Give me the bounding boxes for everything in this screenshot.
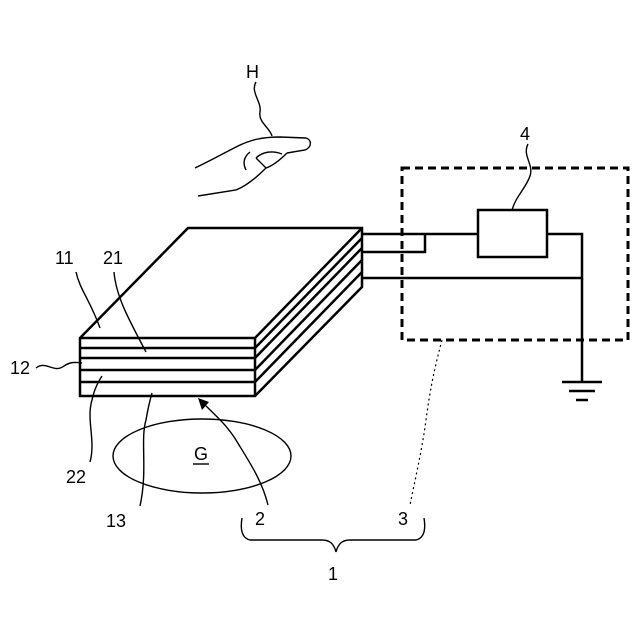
leader-controller	[512, 144, 531, 210]
circuit-dashed-box	[402, 168, 628, 340]
label-device: 1	[328, 564, 338, 584]
label-circuit: 3	[398, 509, 408, 529]
label-hand: H	[246, 62, 259, 82]
leader-electrode	[202, 402, 268, 505]
leader-layer-12	[36, 362, 82, 368]
label-electrode: 2	[255, 509, 265, 529]
leader-layer-11	[76, 272, 100, 328]
label-layer-12: 12	[10, 358, 30, 378]
hand-drawing	[195, 137, 310, 196]
leader-layer-13	[140, 393, 152, 506]
label-layer-11: 11	[55, 248, 74, 268]
label-layer-21: 21	[103, 248, 123, 268]
label-controller: 4	[520, 124, 530, 144]
leader-layer-22	[90, 376, 102, 462]
leader-hand	[254, 82, 272, 136]
controller-box	[478, 210, 547, 257]
leader-layer-21	[114, 272, 146, 352]
ground-icon	[562, 382, 602, 400]
leader-circuit	[410, 340, 442, 505]
wiring	[362, 234, 582, 382]
label-region-g: G	[194, 444, 208, 464]
label-layer-22: 22	[66, 467, 86, 487]
label-layer-13: 13	[106, 511, 126, 531]
